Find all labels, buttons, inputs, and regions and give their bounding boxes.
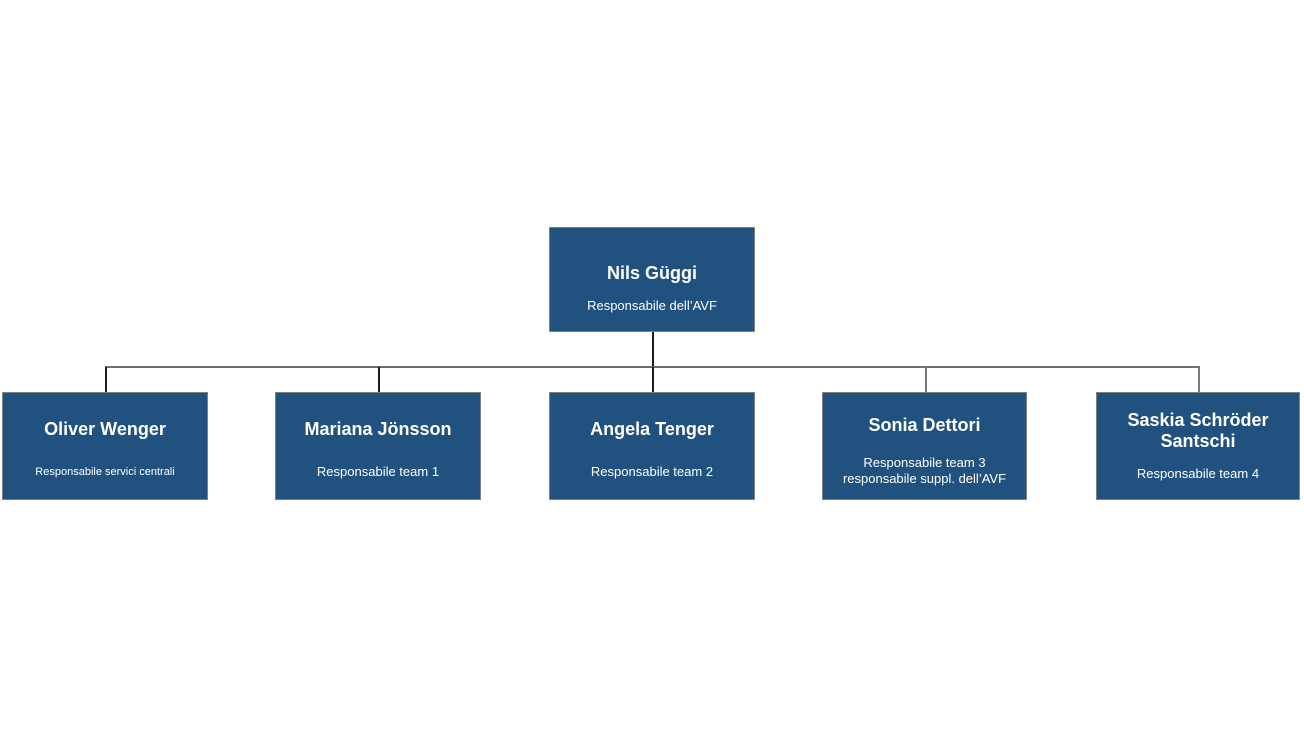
org-node-child-1[interactable]: Oliver Wenger Responsabile servici centr… <box>2 392 208 500</box>
connector-drop-5 <box>1198 367 1200 393</box>
connector-drop-2 <box>378 367 380 393</box>
connector-drop-3 <box>652 367 654 393</box>
org-node-child-4-title: Sonia Dettori <box>868 415 981 435</box>
org-node-child-4-subtitle: Responsabile team 3 responsabile suppl. … <box>842 455 1007 486</box>
org-node-root-subtitle: Responsabile dell’AVF <box>587 298 717 314</box>
org-node-child-5-title: Saskia Schröder Santschi <box>1127 410 1269 452</box>
org-node-child-2[interactable]: Mariana Jönsson Responsabile team 1 <box>275 392 481 500</box>
org-node-child-3[interactable]: Angela Tenger Responsabile team 2 <box>549 392 755 500</box>
org-node-child-2-subtitle: Responsabile team 1 <box>316 464 440 480</box>
org-node-root[interactable]: Nils Güggi Responsabile dell’AVF <box>549 227 755 332</box>
org-node-root-title: Nils Güggi <box>607 263 697 283</box>
connector-drop-4 <box>925 367 927 393</box>
org-node-child-3-title: Angela Tenger <box>590 419 714 439</box>
org-node-child-5[interactable]: Saskia Schröder Santschi Responsabile te… <box>1096 392 1300 500</box>
org-node-child-3-subtitle: Responsabile team 2 <box>590 464 714 480</box>
connector-drop-1 <box>105 367 107 393</box>
org-node-child-2-title: Mariana Jönsson <box>304 419 452 439</box>
connector-root-stem <box>652 332 654 367</box>
org-node-child-5-subtitle: Responsabile team 4 <box>1136 466 1260 482</box>
org-node-child-1-subtitle: Responsabile servici centrali <box>35 466 175 479</box>
org-node-child-4[interactable]: Sonia Dettori Responsabile team 3 respon… <box>822 392 1027 500</box>
org-node-child-1-title: Oliver Wenger <box>44 419 166 439</box>
